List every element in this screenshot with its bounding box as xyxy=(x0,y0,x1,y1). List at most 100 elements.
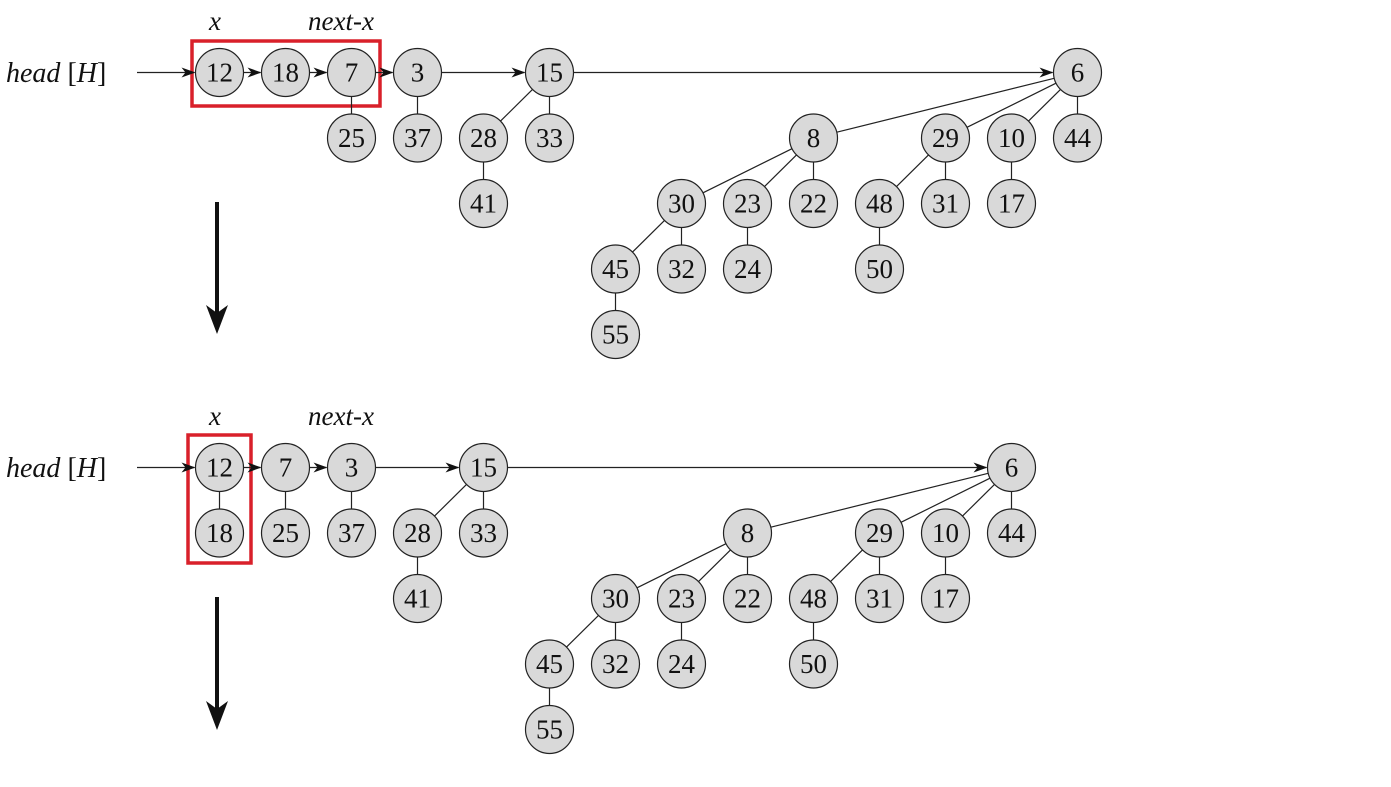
node-key: 23 xyxy=(668,584,695,614)
heap-node: 25 xyxy=(326,113,377,163)
node-circle xyxy=(326,113,377,163)
node-circle xyxy=(854,244,905,294)
node-circle xyxy=(788,178,839,229)
heap-node: 37 xyxy=(326,508,377,558)
node-circle xyxy=(656,178,707,229)
heap-node: 6 xyxy=(1052,47,1103,98)
node-key: 15 xyxy=(536,58,563,88)
node-circle xyxy=(524,704,575,755)
heap-node: 24 xyxy=(722,244,773,294)
node-key: 24 xyxy=(734,254,762,284)
tree-edge xyxy=(770,472,989,528)
heap-node: 45 xyxy=(590,244,641,294)
node-key: 33 xyxy=(470,518,497,548)
tree-edge xyxy=(764,154,797,188)
node-circle xyxy=(260,508,311,558)
heap-node: 7 xyxy=(326,47,377,98)
node-circle xyxy=(854,508,905,558)
node-circle xyxy=(722,244,773,294)
node-key: 30 xyxy=(602,584,629,614)
tree-edge xyxy=(566,614,599,648)
node-key: 55 xyxy=(602,320,629,350)
head-var: H xyxy=(76,453,99,484)
node-key: 30 xyxy=(668,189,695,219)
node-key: 32 xyxy=(602,649,629,679)
node-key: 29 xyxy=(932,123,959,153)
heap-node: 18 xyxy=(194,508,245,558)
tree-edge xyxy=(434,483,467,517)
heap-node: 48 xyxy=(854,178,905,229)
heap-node: 24 xyxy=(656,639,707,689)
node-circle xyxy=(392,508,443,558)
edges xyxy=(137,462,1013,706)
node-key: 50 xyxy=(800,649,827,679)
tree-edge xyxy=(836,77,1055,133)
node-key: 25 xyxy=(338,123,365,153)
node-circle xyxy=(656,639,707,689)
node-circle xyxy=(590,573,641,624)
node-circle xyxy=(524,47,575,98)
node-key: 29 xyxy=(866,518,893,548)
heap-node: 7 xyxy=(260,442,311,493)
node-circle xyxy=(920,178,971,229)
node-circle xyxy=(788,113,839,163)
node-key: 48 xyxy=(800,584,827,614)
heap-node: 45 xyxy=(524,639,575,689)
heap-node: 12 xyxy=(194,47,245,98)
heap-node: 6 xyxy=(986,442,1037,493)
node-key: 45 xyxy=(536,649,563,679)
node-circle xyxy=(656,244,707,294)
node-key: 37 xyxy=(404,123,431,153)
node-key: 8 xyxy=(741,518,755,548)
node-key: 17 xyxy=(932,584,959,614)
node-circle xyxy=(986,178,1037,229)
heap-node: 30 xyxy=(656,178,707,229)
node-key: 55 xyxy=(536,715,563,745)
edges xyxy=(137,67,1079,311)
node-key: 23 xyxy=(734,189,761,219)
node-key: 22 xyxy=(734,584,761,614)
node-key: 18 xyxy=(206,518,233,548)
heap-node: 3 xyxy=(392,47,443,98)
heap-node: 50 xyxy=(854,244,905,294)
heap-node: 32 xyxy=(656,244,707,294)
node-key: 12 xyxy=(206,58,233,88)
node-circle xyxy=(326,47,377,98)
heap-node: 22 xyxy=(788,178,839,229)
head-label: head [H] xyxy=(6,453,106,484)
node-key: 10 xyxy=(932,518,959,548)
node-key: 6 xyxy=(1071,58,1085,88)
heap-node: 18 xyxy=(260,47,311,98)
head-space xyxy=(60,453,67,484)
node-key: 18 xyxy=(272,58,299,88)
tree-edge xyxy=(962,483,995,517)
node-key: 7 xyxy=(279,453,293,483)
node-circle xyxy=(590,639,641,689)
head-bracket-close: ] xyxy=(97,453,106,484)
heap-node: 28 xyxy=(458,113,509,163)
node-circle xyxy=(590,309,641,360)
node-key: 6 xyxy=(1005,453,1019,483)
node-key: 33 xyxy=(536,123,563,153)
heap-node: 15 xyxy=(524,47,575,98)
node-key: 24 xyxy=(668,649,696,679)
node-key: 7 xyxy=(345,58,359,88)
node-key: 44 xyxy=(998,518,1026,548)
step-arrow-1 xyxy=(206,202,228,334)
node-key: 41 xyxy=(404,584,431,614)
node-key: 37 xyxy=(338,518,365,548)
heap-node: 55 xyxy=(524,704,575,755)
heap-node: 17 xyxy=(920,573,971,624)
node-key: 15 xyxy=(470,453,497,483)
node-circle xyxy=(392,573,443,624)
node-circle xyxy=(194,442,245,493)
head-bracket-close: ] xyxy=(97,58,106,89)
tree-edge xyxy=(500,88,533,122)
node-circle xyxy=(1052,113,1103,163)
